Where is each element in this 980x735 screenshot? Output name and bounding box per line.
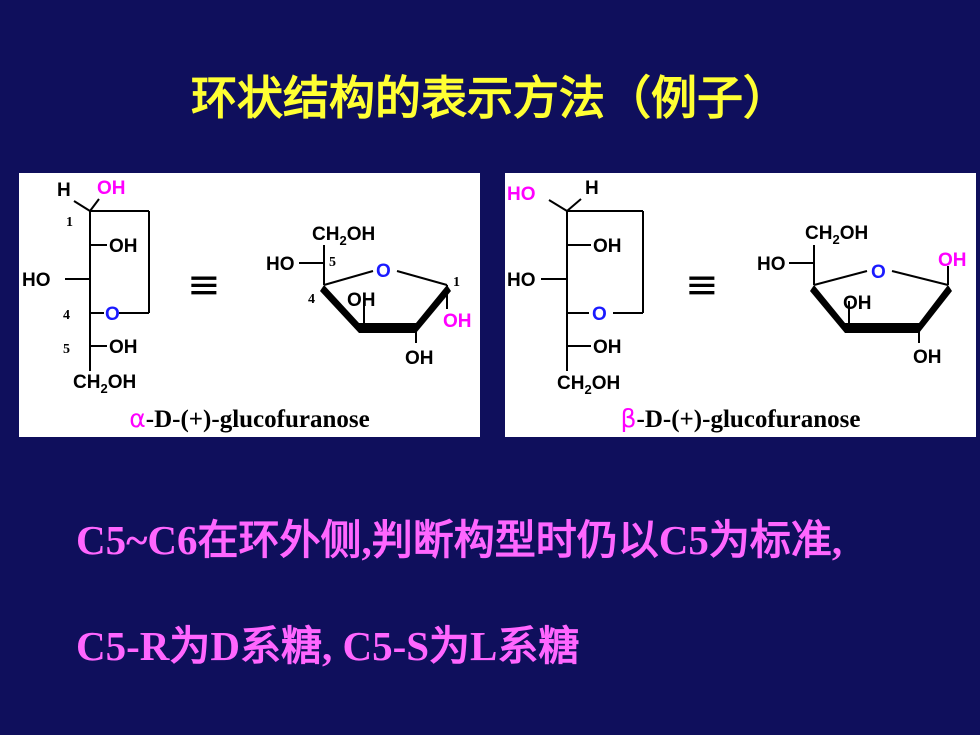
beta-haworth-ring-oxygen: O [871,262,886,283]
beta-haworth-oh-inner: OH [843,293,872,314]
beta-c3-ho: HO [507,270,536,291]
alpha-c3-ho: HO [22,270,51,291]
beta-haworth-ch2oh: CH2OH [805,223,868,247]
explanation-line-2: C5-R为D系糖, C5-S为L系糖 [76,623,580,669]
beta-haworth-ho: HO [757,254,786,275]
alpha-compound-name: -D-(+)-glucofuranose [145,406,370,433]
alpha-ring-oxygen: O [105,304,120,325]
beta-glucofuranose-panel: HO H OH HO O OH CH2OH ≡ CH2OH HO O OH OH… [505,173,976,437]
beta-ring-wedge-left [810,285,845,333]
beta-ring-wedge-right [919,285,952,333]
alpha-glucofuranose-panel: H OH 1 OH HO 4 O 5 OH CH2OH ≡ CH2OH HO 5… [19,173,480,437]
alpha-haworth-anomeric-oh: OH [443,311,472,332]
alpha-haworth-number-1: 1 [453,275,460,290]
alpha-caption: α-D-(+)-glucofuranose [19,404,480,434]
alpha-fischer-projection [65,198,150,371]
beta-haworth-anomeric-oh: OH [938,250,967,271]
alpha-c2-oh: OH [109,236,138,257]
beta-haworth-oh-bottom: OH [913,347,942,368]
alpha-carbon-number-4: 4 [63,308,70,323]
slide-title: 环状结构的表示方法（例子） [191,71,789,125]
beta-ch2oh-bottom: CH2OH [557,373,620,397]
alpha-equivalent-sign: ≡ [187,262,221,308]
beta-haworth-projection [789,245,949,343]
beta-top-h: H [585,178,599,199]
alpha-haworth-ring-oxygen: O [376,261,391,282]
alpha-top-oh: OH [97,178,126,199]
alpha-haworth-ch2oh: CH2OH [312,224,375,248]
beta-compound-name: -D-(+)-glucofuranose [636,406,861,433]
alpha-c5-oh: OH [109,337,138,358]
alpha-structure-diagram: H OH 1 OH HO 4 O 5 OH CH2OH ≡ CH2OH HO 5… [22,178,472,396]
alpha-top-h: H [57,180,71,201]
alpha-ring-wedge-right [416,285,451,333]
beta-ring-wedge-bottom [845,323,919,333]
alpha-haworth-number-5: 5 [329,255,336,270]
beta-c2-oh: OH [593,236,622,257]
alpha-haworth-oh-bottom: OH [405,348,434,369]
beta-c5-oh: OH [593,337,622,358]
alpha-haworth-number-4: 4 [308,292,315,307]
alpha-haworth-ho: HO [266,254,295,275]
beta-ring-oxygen: O [592,304,607,325]
beta-equivalent-sign: ≡ [685,262,719,308]
beta-caption: β-D-(+)-glucofuranose [505,404,976,434]
alpha-symbol: α [129,404,146,433]
alpha-ring-wedge-bottom [359,323,416,333]
beta-symbol: β [620,404,637,433]
beta-structure-diagram: HO H OH HO O OH CH2OH ≡ CH2OH HO O OH OH… [507,178,967,397]
alpha-carbon-number-1: 1 [66,215,73,230]
alpha-haworth-projection [299,245,448,343]
alpha-ring-wedge-left [320,285,359,333]
alpha-ch2oh-bottom: CH2OH [73,372,136,396]
beta-top-ho: HO [507,184,536,205]
explanation-line-1: C5~C6在环外侧,判断构型时仍以C5为标准, [76,517,843,563]
alpha-haworth-oh-inner: OH [347,290,376,311]
alpha-carbon-number-5: 5 [63,342,70,357]
beta-fischer-projection [541,198,644,371]
